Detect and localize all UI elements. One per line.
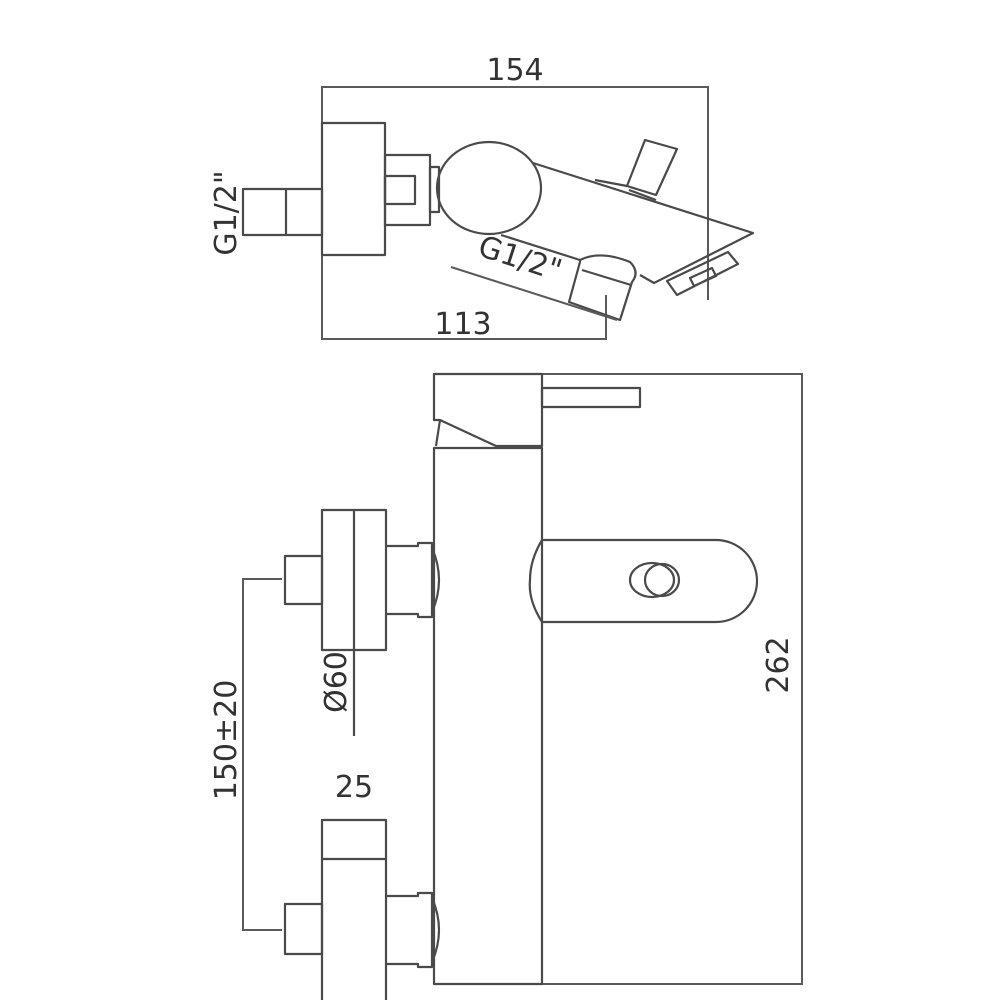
diverter-knob-outer [628, 561, 676, 599]
dimension-262-line [542, 373, 803, 985]
mixer-body [432, 446, 544, 986]
outlet-thread-label: G1/2" [474, 229, 566, 289]
aerator [665, 250, 740, 297]
lever-side [540, 386, 642, 409]
outlet-piece [567, 254, 637, 322]
spout-outline [500, 161, 755, 285]
dimension-25-label: 25 [335, 770, 373, 805]
lower-eccentric [386, 891, 441, 969]
lower-inlet-nipple [283, 902, 324, 956]
front-view: 150±20 Ø60 25 262 [209, 372, 803, 1000]
dimension-113-label: 113 [434, 307, 491, 342]
wall-flange [320, 121, 387, 257]
spout-side [528, 538, 759, 624]
mixer-body-circle [435, 140, 543, 236]
outlet-thread-leader [450, 266, 618, 321]
upper-inlet-nipple [283, 554, 324, 606]
lever-handle [594, 138, 679, 202]
dimension-diameter-label: Ø60 [319, 651, 354, 713]
diverter-knob-inner [643, 562, 681, 598]
dimension-154-line [321, 86, 709, 340]
connector-neck [428, 165, 441, 214]
mixer-head [432, 372, 544, 448]
top-view: 154 113 G1/2" G1/2" [209, 53, 755, 342]
lower-flange [320, 818, 388, 1000]
connector-inner [383, 174, 417, 206]
upper-eccentric [386, 541, 441, 619]
dimension-262-label: 262 [761, 636, 796, 693]
dimension-150-label: 150±20 [209, 680, 244, 801]
dimension-154-label: 154 [486, 53, 543, 88]
inlet-nipple [241, 187, 324, 237]
inlet-thread-label: G1/2" [209, 170, 244, 255]
dimension-150-line [242, 578, 282, 931]
connector-block [383, 153, 432, 227]
